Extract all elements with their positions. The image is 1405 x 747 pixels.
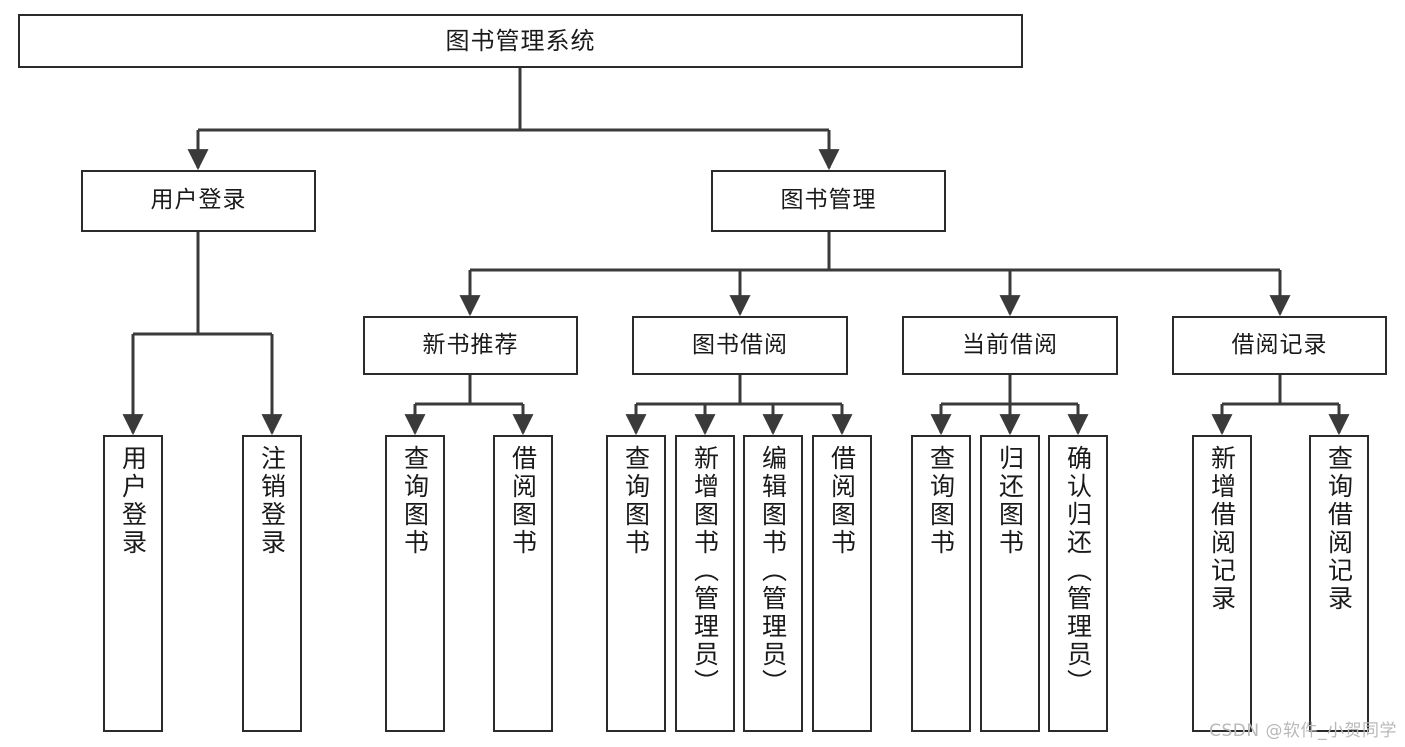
node-leaf-query-book-3-label: 查询图书 [926,445,956,557]
node-book-manage[interactable]: 图书管理 [711,170,946,232]
node-leaf-edit-book[interactable]: 编辑图书（管理员） [743,435,803,732]
node-leaf-logout[interactable]: 注销登录 [242,435,302,732]
node-book-borrow-label: 图书借阅 [692,331,788,358]
node-leaf-query-record-label: 查询借阅记录 [1324,445,1354,613]
node-leaf-add-record[interactable]: 新增借阅记录 [1192,435,1252,732]
node-leaf-edit-book-label: 编辑图书（管理员） [758,445,788,697]
node-leaf-logout-label: 注销登录 [257,445,287,557]
node-leaf-query-book-1[interactable]: 查询图书 [385,435,445,732]
watermark: CSDN @软件_小贺同学 [1209,721,1397,741]
node-leaf-query-book-1-label: 查询图书 [400,445,430,557]
node-leaf-return-book-label: 归还图书 [995,445,1025,557]
node-leaf-query-book-3[interactable]: 查询图书 [911,435,971,732]
node-leaf-borrow-book-2[interactable]: 借阅图书 [812,435,872,732]
node-new-book-recommend[interactable]: 新书推荐 [363,316,578,375]
node-root[interactable]: 图书管理系统 [18,14,1023,68]
node-leaf-query-book-2[interactable]: 查询图书 [606,435,666,732]
node-leaf-query-book-2-label: 查询图书 [621,445,651,557]
node-book-borrow[interactable]: 图书借阅 [632,316,848,375]
node-leaf-add-book[interactable]: 新增图书（管理员） [675,435,735,732]
node-leaf-borrow-book-2-label: 借阅图书 [827,445,857,557]
node-leaf-user-login-label: 用户登录 [118,445,148,557]
node-leaf-borrow-book-1-label: 借阅图书 [508,445,538,557]
node-borrow-record[interactable]: 借阅记录 [1172,316,1387,375]
node-book-manage-label: 图书管理 [780,187,877,214]
node-leaf-borrow-book-1[interactable]: 借阅图书 [493,435,553,732]
node-leaf-add-record-label: 新增借阅记录 [1207,445,1237,613]
node-root-label: 图书管理系统 [445,26,596,55]
node-leaf-return-book[interactable]: 归还图书 [980,435,1040,732]
node-new-book-recommend-label: 新书推荐 [422,331,519,358]
node-borrow-record-label: 借阅记录 [1231,331,1328,358]
node-leaf-add-book-label: 新增图书（管理员） [690,445,720,697]
node-leaf-confirm-return[interactable]: 确认归还（管理员） [1048,435,1108,732]
node-leaf-query-record[interactable]: 查询借阅记录 [1309,435,1369,732]
node-current-borrow-label: 当前借阅 [962,331,1058,358]
node-leaf-confirm-return-label: 确认归还（管理员） [1063,445,1093,697]
node-user-login[interactable]: 用户登录 [81,170,316,232]
node-user-login-label: 用户登录 [150,187,247,214]
node-current-borrow[interactable]: 当前借阅 [902,316,1118,375]
node-leaf-user-login[interactable]: 用户登录 [103,435,163,732]
